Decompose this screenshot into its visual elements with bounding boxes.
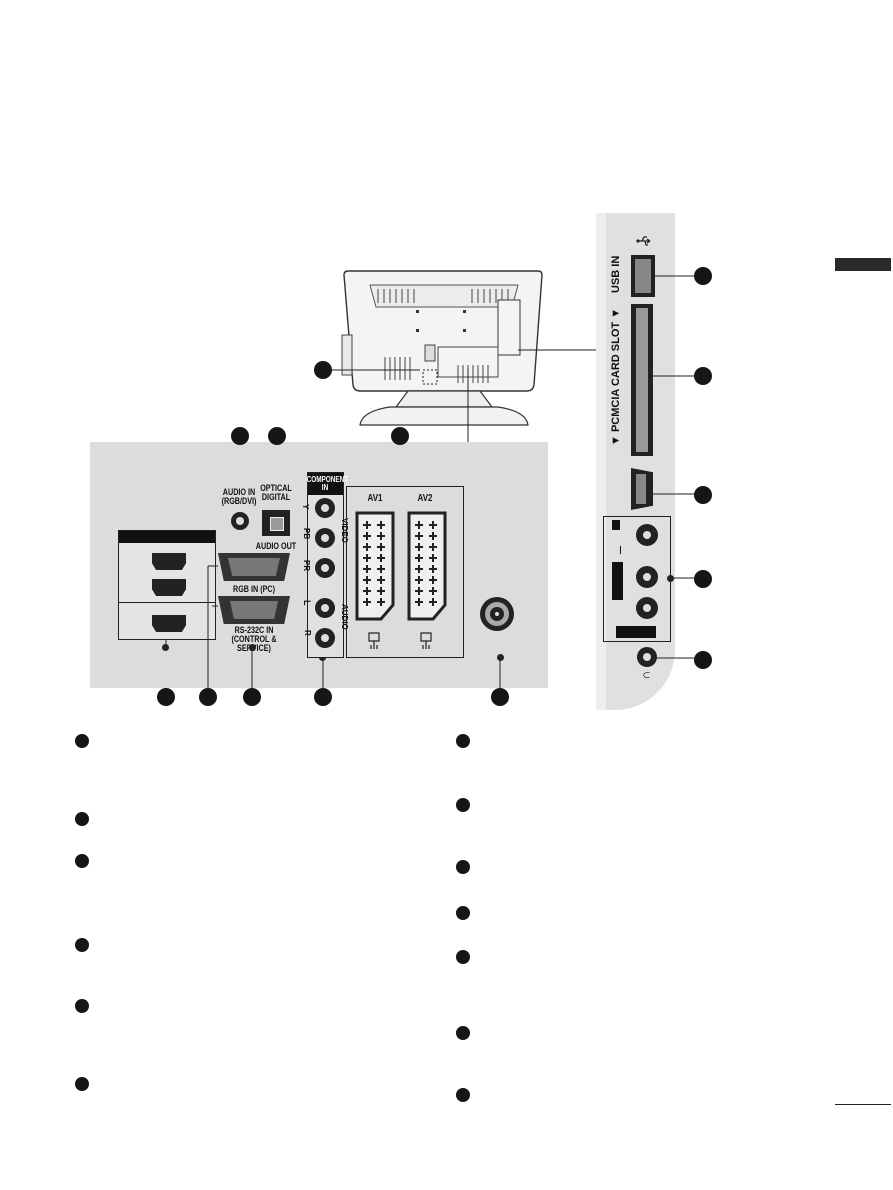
callout-component	[314, 688, 332, 706]
callout-optical	[268, 427, 286, 445]
pcmcia-slot	[631, 304, 653, 456]
side-av-tick	[620, 546, 621, 554]
antenna-marker	[497, 654, 504, 661]
component-pb-jack	[315, 528, 335, 548]
side-av-label-bar-1	[612, 520, 620, 530]
legend-marker-9	[456, 860, 470, 874]
hdmi-port-3	[152, 615, 186, 632]
av2-label: AV2	[417, 493, 433, 504]
usb-port	[631, 255, 655, 297]
callout-antenna	[491, 688, 509, 706]
scart-av2-port	[407, 511, 447, 621]
rs232c-pins	[230, 601, 278, 619]
page-number-rule	[835, 1104, 891, 1105]
usb-icon	[636, 236, 651, 246]
legend-marker-4	[75, 938, 89, 952]
scart-av2-ground-icon	[420, 632, 432, 649]
legend-marker-7	[456, 734, 470, 748]
hdmi-port-2	[152, 579, 186, 596]
scart-block	[346, 486, 464, 658]
callout-rs232c	[243, 688, 261, 706]
rgb-in-pins	[228, 558, 280, 576]
callout-av-scart	[391, 427, 409, 445]
hdmi-marker	[162, 644, 169, 651]
side-video-jack	[636, 524, 658, 546]
legend-marker-10	[456, 906, 470, 920]
scart-av1-ground-icon	[368, 632, 380, 649]
side-hdmi-port	[631, 468, 653, 510]
callout-usb	[694, 267, 712, 285]
component-pr-jack	[315, 558, 335, 578]
antenna-in-port	[480, 597, 514, 631]
legend-marker-6	[75, 1077, 89, 1091]
callout-pcmcia	[694, 367, 712, 385]
audio-in-jack	[231, 512, 249, 530]
scart-av1-port	[355, 511, 395, 621]
audio-out-label: AUDIO OUT	[255, 541, 297, 551]
legend-marker-1	[75, 734, 89, 748]
legend-marker-5	[75, 999, 89, 1013]
callout-side-hdmi	[694, 486, 712, 504]
audio-r-jack	[315, 628, 335, 648]
hdmi-port-1	[152, 553, 186, 570]
side-panel-edge	[596, 213, 606, 710]
callout-tv-left	[314, 361, 332, 379]
rgb-in-label: RGB IN (PC)	[233, 584, 275, 594]
headphone-jack	[637, 647, 657, 667]
av1-label: AV1	[367, 493, 383, 504]
section-tab	[835, 258, 891, 271]
side-av-label-bar-2	[612, 562, 623, 600]
legend-marker-12	[456, 1026, 470, 1040]
callout-audio-in	[231, 427, 249, 445]
callout-rgb-in	[199, 688, 217, 706]
legend-marker-2	[75, 812, 89, 826]
side-audio-r-jack	[636, 597, 658, 619]
hdmi-block	[118, 530, 216, 640]
component-in-label: COMPONENT IN	[306, 475, 349, 492]
callout-hdmi	[157, 688, 175, 706]
side-audio-l-jack	[636, 566, 658, 588]
rs232c-marker	[249, 644, 256, 651]
legend-marker-8	[456, 798, 470, 812]
audio-in-label: AUDIO IN (RGB/DVI)	[221, 487, 257, 506]
legend-marker-13	[456, 1088, 470, 1102]
legend-marker-11	[456, 950, 470, 964]
side-av-marker	[667, 575, 674, 582]
audio-l-jack	[315, 598, 335, 618]
component-y-jack	[315, 498, 335, 518]
optical-digital-label: OPTICAL DIGITAL	[260, 483, 292, 502]
legend-marker-3	[75, 854, 89, 868]
callout-headphone	[694, 651, 712, 669]
callout-side-av	[694, 570, 712, 588]
optical-digital-port	[262, 510, 290, 536]
side-av-header	[616, 626, 656, 638]
